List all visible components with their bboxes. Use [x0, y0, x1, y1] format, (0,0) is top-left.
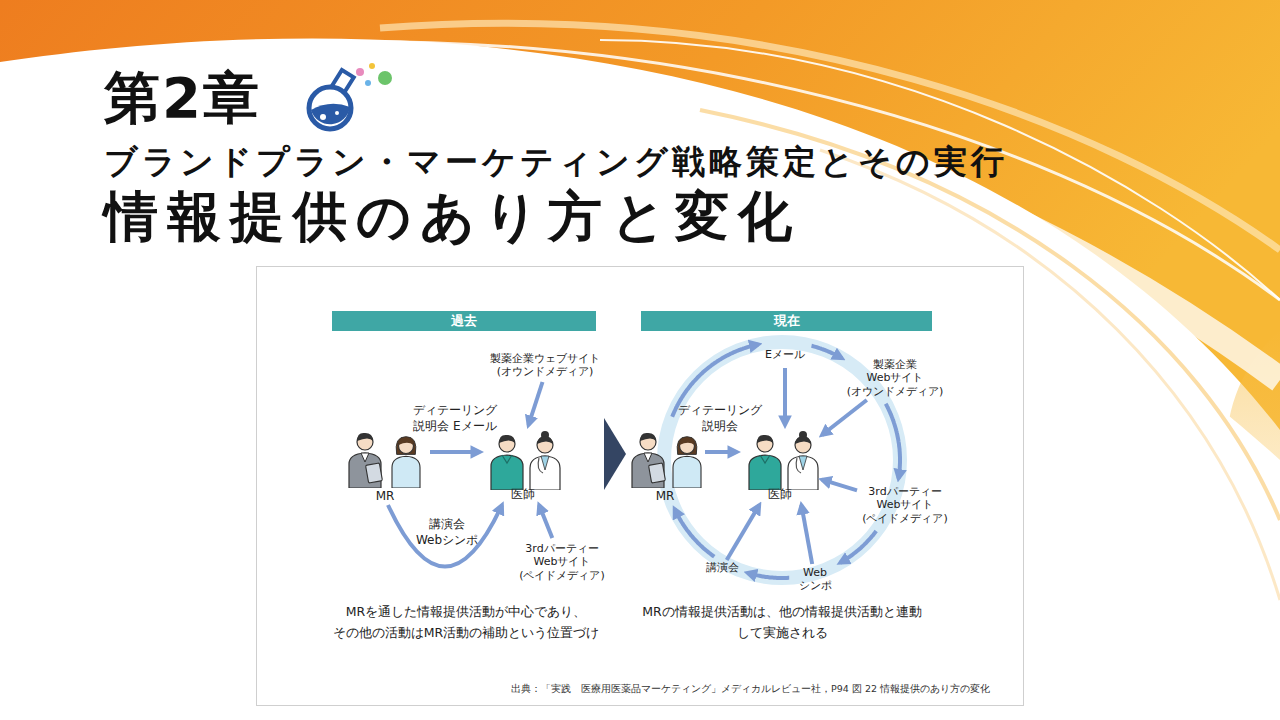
period-band: 過去: [332, 311, 596, 331]
flask-liquid: [311, 104, 350, 125]
doctor-actor: 医師: [480, 425, 565, 505]
connector-arrow: [886, 404, 900, 479]
mr-person-icon: [632, 433, 665, 488]
connector-arrow: [529, 382, 543, 425]
node-text: MR: [656, 489, 675, 503]
transition-chevron: [604, 418, 626, 490]
bubble: [378, 71, 392, 85]
node-text: 医師: [511, 486, 535, 503]
bubble: [356, 68, 364, 76]
doctor-person-icon: [491, 435, 523, 490]
channel-node: Eメール: [762, 342, 808, 368]
bubble: [365, 80, 371, 86]
connector-arrow: [801, 505, 812, 564]
bubble: [335, 111, 339, 115]
channel-node: Web シンポ: [793, 564, 837, 594]
connector-arrow: [727, 505, 760, 560]
node-text: 講演会: [706, 561, 739, 575]
channel-node: 3rdパーティー Webサイト (ペイドメディア): [510, 538, 614, 586]
flask-bulb: [309, 87, 351, 129]
figure-frame: [257, 267, 1024, 706]
mr-actor: MR: [625, 420, 705, 505]
node-text: Eメール: [765, 348, 805, 362]
white-slide-body: [0, 92, 1280, 720]
channel-node: 講演会: [700, 560, 744, 576]
node-text: 過去: [451, 312, 477, 330]
node-text: 医師: [768, 486, 792, 503]
cycle-ring: [664, 342, 900, 578]
doctor-person-icon: [530, 431, 560, 490]
connector-arrow: [822, 400, 867, 435]
channel-node: 製薬企業ウェブサイト (オウンドメディア): [470, 348, 620, 382]
connector-arrow: [705, 450, 737, 454]
doctor-person-icon: [749, 435, 781, 490]
node-text: Web シンポ: [793, 566, 837, 593]
period-band: 現在: [641, 311, 932, 331]
connector-arrow: [430, 450, 480, 454]
mr-person-icon: [392, 437, 420, 488]
bubble: [369, 63, 375, 69]
flask-icon: [309, 63, 392, 129]
mr-actor: MR: [340, 420, 430, 505]
mr-person-icon: [673, 437, 701, 488]
doctor-person-icon: [788, 431, 818, 490]
connector-arrow: [539, 505, 552, 538]
node-text: 3rdパーティー Webサイト (ペイドメディア): [510, 542, 614, 583]
connector-arrow: [840, 531, 876, 563]
channel-node: 3rdパーティー Webサイト (ペイドメディア): [857, 482, 953, 528]
bubble: [320, 114, 326, 120]
doctor-actor: 医師: [737, 425, 822, 505]
connector-arrow: [672, 344, 758, 416]
channel-node: 製薬企業 Webサイト (オウンドメディア): [845, 356, 945, 400]
node-text: 製薬企業ウェブサイト (オウンドメディア): [470, 352, 620, 379]
connector-arrow: [748, 573, 790, 578]
node-text: 製薬企業 Webサイト (オウンドメディア): [845, 358, 945, 399]
connector-arrow: [812, 346, 842, 359]
connector-arrow: [675, 509, 715, 557]
node-text: 現在: [774, 312, 800, 330]
connector-arrow: [822, 480, 857, 491]
connector-arrow: [783, 368, 787, 425]
node-text: MR: [376, 489, 395, 503]
mr-person-icon: [349, 433, 382, 488]
node-text: 3rdパーティー Webサイト (ペイドメディア): [857, 485, 953, 526]
connector-arrow: [388, 505, 502, 567]
